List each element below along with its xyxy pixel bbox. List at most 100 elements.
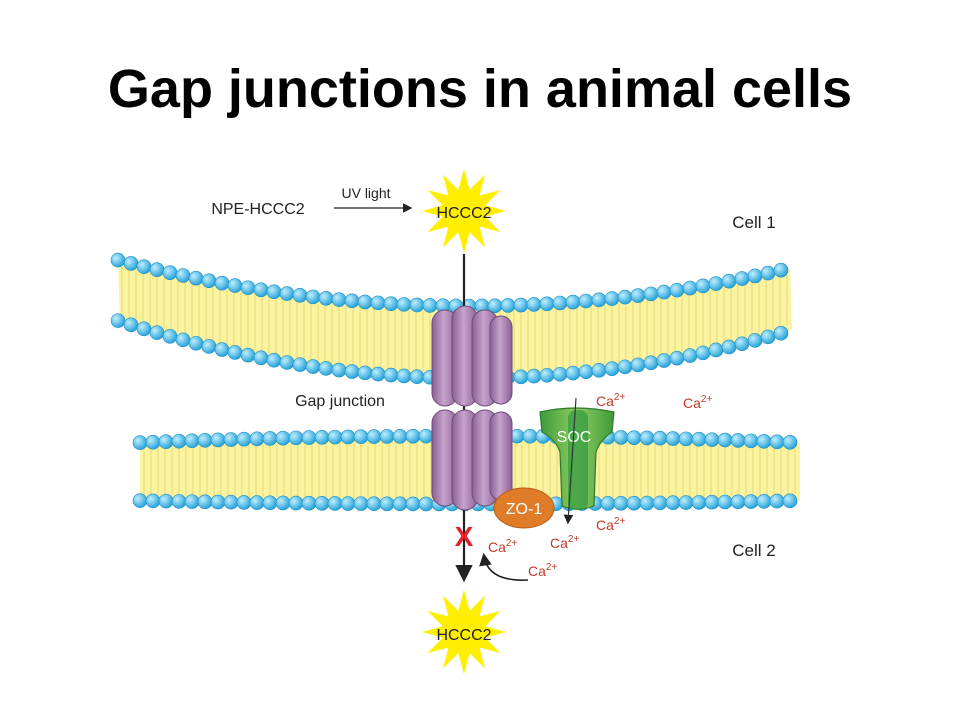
phospholipid-head <box>782 493 798 509</box>
page-title: Gap junctions in animal cells <box>107 59 853 119</box>
phospholipid-head <box>760 265 776 281</box>
phospholipid-head <box>275 495 291 511</box>
phospholipid-head <box>782 435 798 450</box>
phospholipid-head <box>210 432 226 448</box>
phospholipid-head <box>275 430 291 446</box>
phospholipid-head <box>301 495 317 511</box>
phospholipid-head <box>240 347 256 363</box>
phospholipid-head <box>149 262 165 278</box>
phospholipid-head <box>591 292 607 308</box>
phospholipid-head <box>344 364 360 379</box>
phospholipid-head <box>331 362 347 378</box>
phospholipid-head <box>643 355 659 371</box>
phospholipid-head <box>682 348 698 363</box>
phospholipid-head <box>613 430 629 445</box>
phospholipid-head <box>266 284 282 300</box>
phospholipid-head <box>392 429 408 444</box>
phospholipid-head <box>318 361 334 376</box>
phospholipid-head <box>366 496 382 512</box>
phospholipid-head <box>366 429 382 444</box>
phospholipid-head <box>188 335 204 351</box>
phospholipid-head <box>279 355 295 370</box>
phospholipid-head <box>678 495 694 510</box>
phospholipid-head <box>253 350 269 366</box>
svg-text:Ca2+: Ca2+ <box>488 538 517 555</box>
phospholipid-head <box>184 494 200 509</box>
phospholipid-head <box>652 495 668 511</box>
ca-charge: 2+ <box>614 516 626 527</box>
svg-text:Ca2+: Ca2+ <box>528 562 557 579</box>
phospholipid-head <box>565 365 581 381</box>
phospholipid-head <box>214 342 230 357</box>
hccc2-star-bottom <box>422 590 506 674</box>
phospholipid-head <box>223 432 239 447</box>
phospholipid-head <box>379 429 395 444</box>
phospholipid-head <box>613 495 629 511</box>
phospholipid-head <box>552 295 568 311</box>
phospholipid-head <box>513 369 529 385</box>
phospholipid-head <box>678 431 694 447</box>
phospholipid-head <box>132 435 148 451</box>
phospholipid-head <box>123 256 139 271</box>
lower-connexon <box>431 409 513 511</box>
phospholipid-head <box>747 333 763 348</box>
phospholipid-head <box>656 284 672 300</box>
soc-influx-arrow <box>563 397 577 525</box>
ca-charge: 2+ <box>614 392 626 403</box>
phospholipid-head <box>665 495 681 511</box>
phospholipid-head <box>162 265 178 280</box>
phospholipid-head <box>158 434 174 450</box>
phospholipid-head <box>227 345 243 360</box>
phospholipid-head <box>110 252 126 268</box>
phospholipid-head <box>370 366 386 382</box>
ca-ion: Ca <box>528 563 546 579</box>
phospholipid-head <box>639 430 655 446</box>
phospholipid-head <box>383 296 399 311</box>
phospholipid-head <box>145 434 161 450</box>
ca-charge: 2+ <box>546 562 558 573</box>
phospholipid-head <box>288 430 304 446</box>
phospholipid-head <box>630 288 646 303</box>
phospholipid-head <box>240 280 256 296</box>
upper-connexon <box>431 305 513 407</box>
phospholipid-head <box>379 496 395 512</box>
phospholipid-head <box>513 297 529 313</box>
phospholipid-head <box>552 366 568 382</box>
phospholipid-head <box>760 329 776 345</box>
phospholipid-head <box>704 432 720 447</box>
cell2-label: Cell 2 <box>732 541 775 560</box>
npe-hccc2-label: NPE-HCCC2 <box>211 201 304 218</box>
phospholipid-head <box>175 332 191 348</box>
phospholipid-head <box>578 364 594 380</box>
phospholipid-head <box>626 430 642 445</box>
zo1-protein <box>493 487 555 529</box>
phospholipid-head <box>708 342 724 358</box>
phospholipid-head <box>188 270 204 286</box>
phospholipid-head <box>717 432 733 448</box>
phospholipid-head <box>392 496 408 512</box>
cell1-label: Cell 1 <box>732 213 775 232</box>
phospholipid-head <box>249 495 265 510</box>
phospholipid-head <box>197 494 213 510</box>
phospholipid-head <box>669 282 685 298</box>
phospholipid-head <box>266 352 282 368</box>
phospholipid-head <box>730 494 746 510</box>
phospholipid-head <box>721 273 737 289</box>
phospholipid-head <box>253 282 269 298</box>
phospholipid-head <box>756 434 772 449</box>
phospholipid-head <box>409 297 425 313</box>
phospholipid-head <box>353 496 369 511</box>
phospholipid-head <box>305 289 321 305</box>
phospholipid-head <box>357 365 373 381</box>
phospholipid-head <box>639 495 655 511</box>
svg-text:Ca2+: Ca2+ <box>596 516 625 533</box>
phospholipid-head <box>721 339 737 355</box>
phospholipid-head <box>158 493 174 509</box>
phospholipid-head <box>526 297 542 312</box>
hccc2-top-label: HCCC2 <box>436 205 491 222</box>
phospholipid-head <box>162 329 178 344</box>
phospholipid-head <box>704 494 720 510</box>
phospholipid-head <box>149 325 165 340</box>
phospholipid-head <box>422 298 438 313</box>
